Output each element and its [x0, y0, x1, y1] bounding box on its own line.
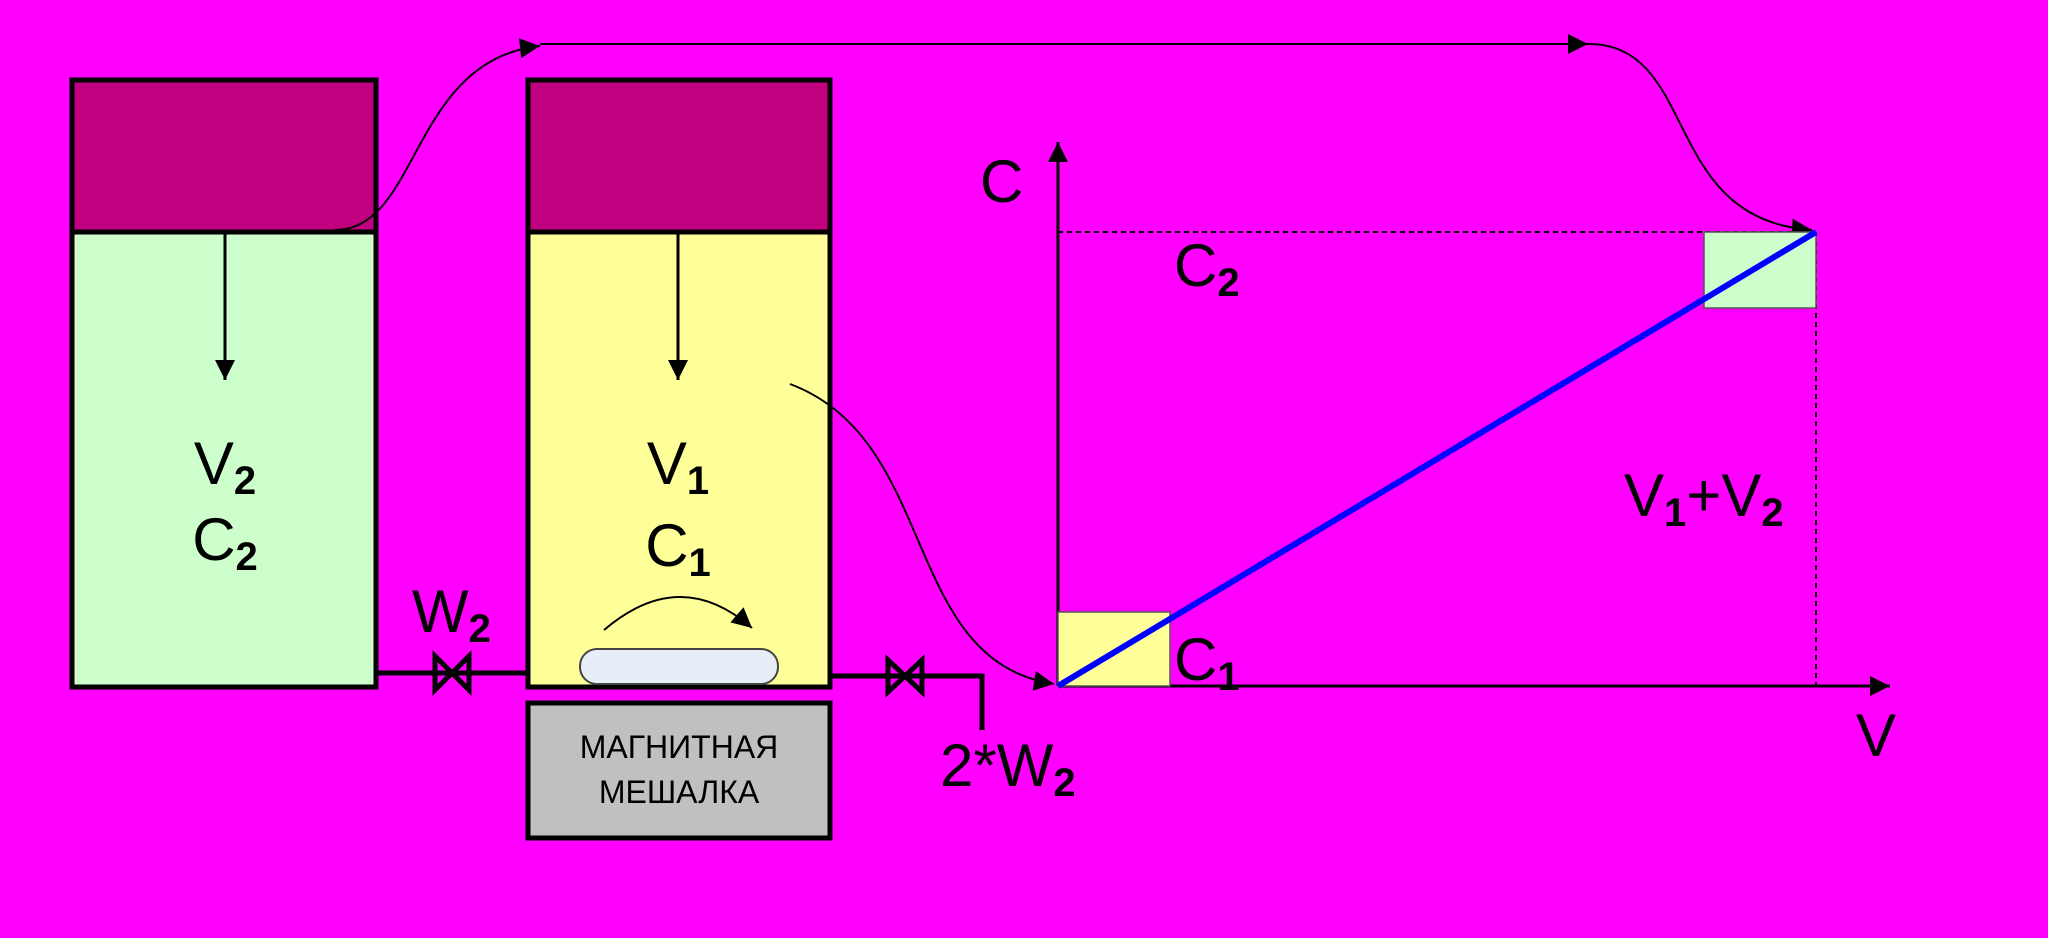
outlet-pipe: [830, 673, 985, 730]
stirrer-label-line2: МЕШАЛКА: [599, 774, 760, 810]
x-axis-label: V: [1856, 702, 1896, 769]
connector-curve-tank2: [334, 38, 541, 231]
rotation-arrow-icon: [603, 596, 753, 631]
concentration-graph: C V C2 C1 V1+V2: [980, 142, 1896, 769]
y-axis-label: C: [980, 148, 1023, 215]
stir-bar: [579, 648, 779, 685]
connector-curve-tank1: [789, 383, 1055, 691]
c1-label: C1: [1174, 626, 1240, 699]
c2-label: C2: [1174, 232, 1240, 305]
valve-icon: [432, 649, 472, 697]
valve-icon: [885, 654, 925, 698]
tank-2-volume-label: V2: [194, 430, 256, 503]
tank-2: V2 C2: [69, 77, 379, 690]
outlet-valve: [885, 654, 925, 698]
tank-1-volume-label: V1: [647, 430, 709, 503]
connector-curve-graph: [1587, 43, 1813, 239]
tank-2-headspace: [69, 77, 379, 235]
inlet-valve: [432, 649, 472, 697]
tank-1-conc-label: C1: [645, 512, 711, 585]
outlet-flow-label: 2*W2: [940, 732, 1076, 805]
magnetic-stirrer: МАГНИТНАЯ МЕШАЛКА: [525, 700, 833, 841]
stirrer-box: [525, 700, 833, 841]
tank-1: V1 C1: [525, 77, 833, 690]
tank-1-headspace: [525, 77, 833, 235]
stirrer-label-line1: МАГНИТНАЯ: [580, 729, 779, 765]
tank-2-conc-label: C2: [192, 506, 258, 579]
sum-volume-label: V1+V2: [1624, 462, 1784, 535]
mixing-line: [1056, 229, 1818, 689]
inlet-flow-label: W2: [412, 578, 491, 651]
